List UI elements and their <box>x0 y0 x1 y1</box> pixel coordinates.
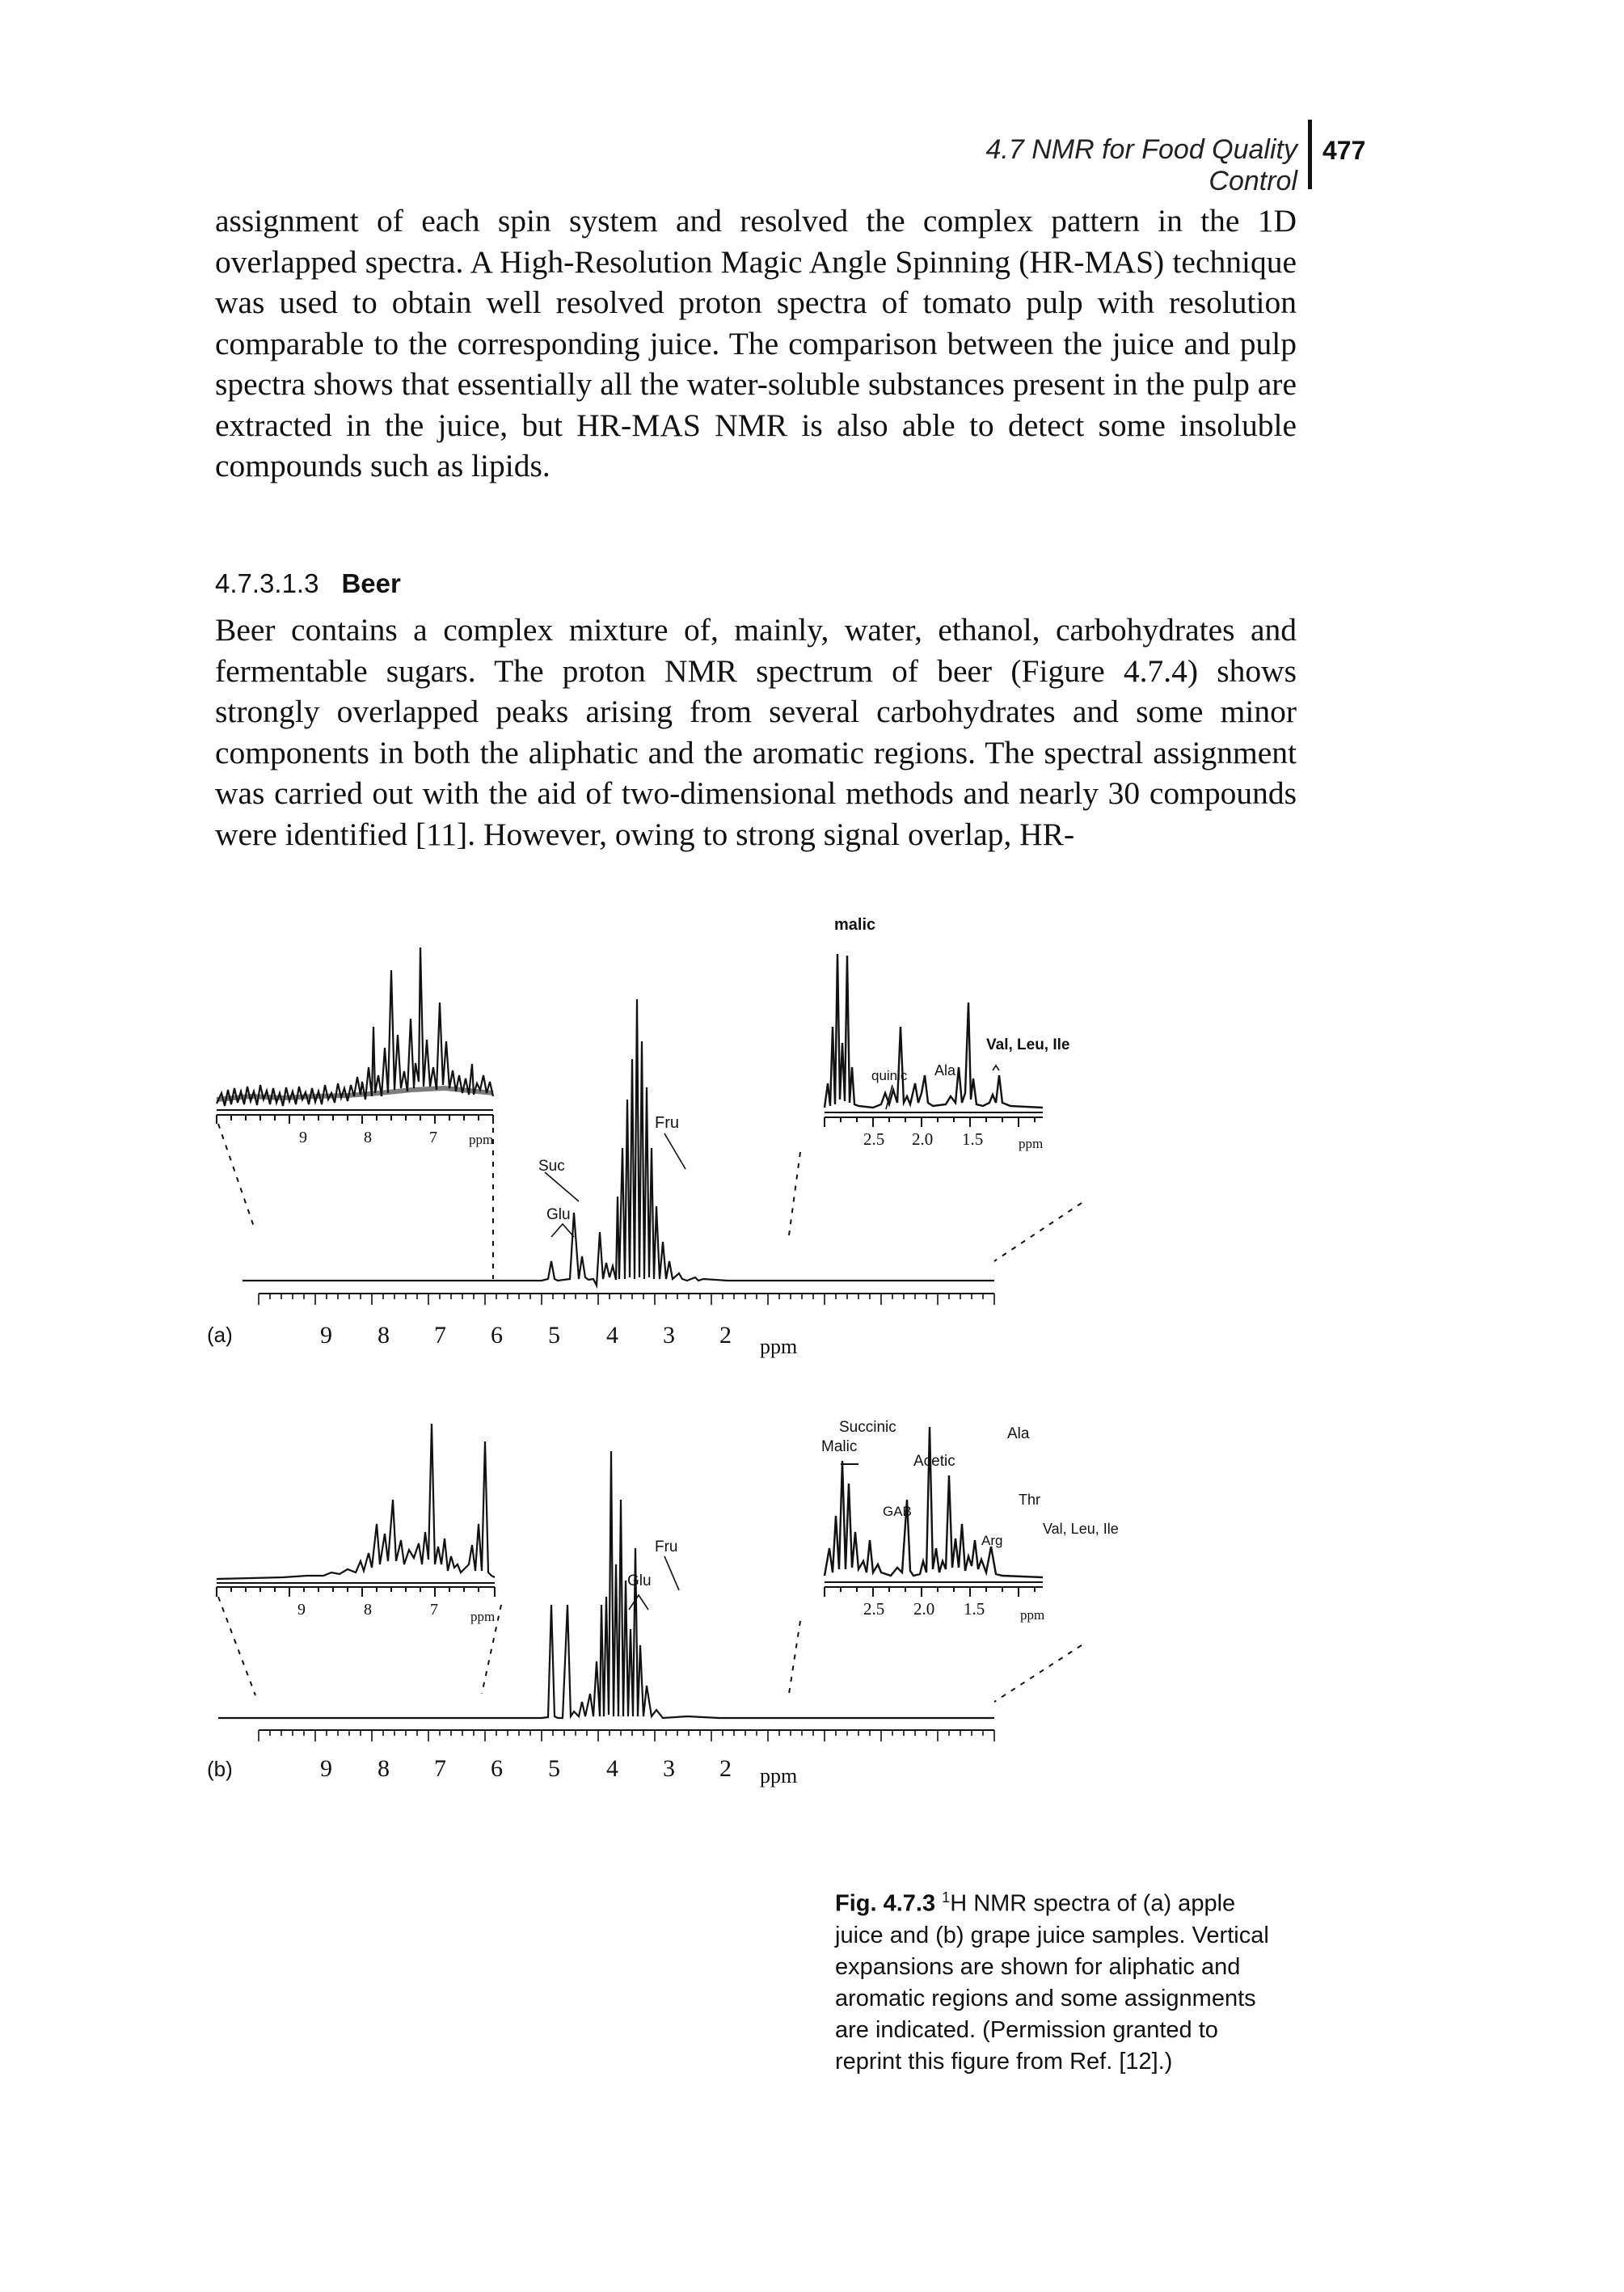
figure-caption: Fig. 4.7.3 1H NMR spectra of (a) apple j… <box>835 1882 1284 2078</box>
panel-b-tick-8: 8 <box>378 1755 390 1782</box>
panel-a-label-glu: Glu <box>546 1206 571 1223</box>
panel-a-main-unit: ppm <box>760 1335 797 1358</box>
header-rule <box>1308 120 1312 189</box>
panel-a-left-tick-8: 8 <box>364 1129 372 1146</box>
panel-a-tick-8: 8 <box>378 1322 390 1349</box>
running-head: 4.7 NMR for Food Quality Control <box>985 134 1297 196</box>
panel-a-label-val-leu-ile: Val, Leu, Ile <box>986 1036 1070 1053</box>
nmr-figure-svg: 9 8 7 ppm (a) 9 8 7 6 5 4 3 2 <box>207 916 1119 1788</box>
panel-a-right-tick-2.5: 2.5 <box>863 1129 884 1149</box>
panel-b-left-tick-9: 9 <box>297 1601 306 1619</box>
nmr-figure: 9 8 7 ppm (a) 9 8 7 6 5 4 3 2 <box>202 905 1221 1851</box>
panel-a-tick-9: 9 <box>320 1322 332 1349</box>
panel-a-label-suc: Suc <box>538 1158 565 1175</box>
body-paragraph-1: assignment of each spin system and resol… <box>215 203 1297 483</box>
panel-a-tick-6: 6 <box>491 1322 503 1349</box>
panel-a-tick-4: 4 <box>606 1322 618 1349</box>
panel-b-label-arg: Arg <box>981 1533 1002 1548</box>
panel-a-tick-7: 7 <box>434 1322 446 1349</box>
caption-superscript: 1 <box>942 1889 951 1906</box>
panel-b-left-inset-spectrum <box>216 1423 496 1581</box>
panel-a-right-tick-1.5: 1.5 <box>962 1129 983 1149</box>
panel-b-label-ala: Ala <box>1007 1425 1030 1442</box>
panel-b-tick-5: 5 <box>548 1755 560 1782</box>
panel-a-left-unit: ppm <box>469 1132 493 1147</box>
panel-b-left-tick-7: 7 <box>430 1601 438 1619</box>
panel-a-label-malic: malic <box>834 916 875 934</box>
panel-a-tick-5: 5 <box>548 1322 560 1349</box>
panel-b-label-acetic: Acetic <box>913 1453 955 1470</box>
panel-a-label-ala: Ala <box>934 1062 956 1078</box>
panel-a: 9 8 7 ppm (a) 9 8 7 6 5 4 3 2 <box>207 916 1082 1358</box>
panel-a-left-tick-9: 9 <box>299 1129 307 1146</box>
caption-text: H NMR spectra of (a) apple juice and (b)… <box>835 1890 1269 2075</box>
panel-b-tick-7: 7 <box>434 1755 446 1782</box>
panel-b-left-unit: ppm <box>470 1609 495 1624</box>
panel-b-right-unit: ppm <box>1020 1607 1044 1623</box>
panel-a-label-quinic: quinic <box>871 1068 908 1083</box>
caption-label: Fig. 4.7.3 <box>835 1890 936 1917</box>
panel-a-tick-3: 3 <box>663 1322 675 1349</box>
panel-a-tick-2: 2 <box>719 1322 732 1349</box>
panel-a-left-inset-spectrum <box>216 947 495 1107</box>
panel-b-label-val-leu-ile: Val, Leu, Ile <box>1043 1521 1119 1537</box>
section-number: 4.7.3.1.3 <box>215 568 319 598</box>
section-title: Beer <box>341 568 401 598</box>
panel-b-tick-3: 3 <box>663 1755 675 1782</box>
panel-b-right-tick-1.5: 1.5 <box>964 1599 985 1619</box>
panel-a-right-inset-spectrum <box>823 953 1044 1109</box>
panel-a-label: (a) <box>207 1323 233 1347</box>
panel-b-tick-2: 2 <box>719 1755 732 1782</box>
panel-b-main-spectrum <box>218 1450 994 1720</box>
panel-b-main-unit: ppm <box>760 1764 797 1788</box>
panel-b-right-tick-2.0: 2.0 <box>913 1599 934 1619</box>
panel-a-left-inset-axis <box>216 1114 494 1124</box>
panel-b-right-inset-spectrum <box>823 1426 1044 1579</box>
panel-b: 9 8 7 ppm (b) 9 8 7 6 5 4 3 2 ppm <box>207 1419 1119 1788</box>
panel-b-label-succinic: Succinic <box>839 1419 896 1436</box>
panel-b-label: (b) <box>207 1757 233 1781</box>
panel-a-label-fru: Fru <box>655 1114 679 1132</box>
panel-b-label-fru: Fru <box>655 1539 678 1555</box>
panel-b-label-gab: GAB <box>883 1504 912 1519</box>
page-number: 477 <box>1322 136 1366 165</box>
panel-b-tick-6: 6 <box>491 1755 503 1782</box>
panel-a-right-tick-2.0: 2.0 <box>912 1129 933 1149</box>
panel-b-tick-4: 4 <box>606 1755 618 1782</box>
panel-b-tick-9: 9 <box>320 1755 332 1782</box>
panel-a-main-spectrum <box>243 998 994 1290</box>
panel-b-label-thr: Thr <box>1019 1492 1040 1508</box>
panel-b-right-tick-2.5: 2.5 <box>863 1599 884 1619</box>
panel-b-label-glu: Glu <box>627 1572 652 1589</box>
panel-a-left-tick-7: 7 <box>429 1129 437 1146</box>
section-heading: 4.7.3.1.3 Beer <box>215 568 401 599</box>
panel-b-label-malic: Malic <box>821 1438 857 1455</box>
panel-b-left-tick-8: 8 <box>364 1601 372 1619</box>
body-paragraph-2: Beer contains a complex mixture of, main… <box>215 612 1297 852</box>
panel-a-right-unit: ppm <box>1019 1136 1043 1151</box>
